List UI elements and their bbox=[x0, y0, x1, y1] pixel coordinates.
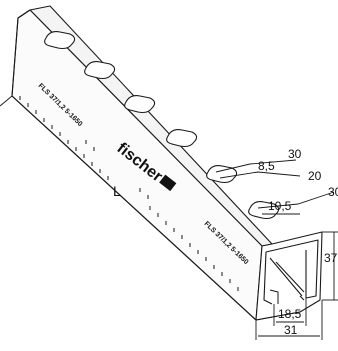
length-label: L bbox=[113, 183, 121, 199]
dim-height: 37 bbox=[324, 251, 338, 265]
dim-third: 30 bbox=[328, 185, 338, 199]
dim-slot-offset: 10,5 bbox=[268, 199, 292, 213]
slot-5 bbox=[206, 165, 238, 184]
scale-ticks bbox=[19, 96, 239, 291]
dim-width: 31 bbox=[284, 323, 298, 337]
dim-slot-width: 8,5 bbox=[258, 159, 275, 173]
slot-2 bbox=[84, 61, 116, 80]
slot-4 bbox=[166, 129, 198, 148]
slot-1 bbox=[44, 31, 76, 50]
dim-slot-length: 30 bbox=[288, 147, 302, 161]
slot-3 bbox=[124, 95, 156, 114]
dim-slot-pitch: 20 bbox=[308, 169, 322, 183]
dim-opening: 18,5 bbox=[278, 307, 302, 321]
